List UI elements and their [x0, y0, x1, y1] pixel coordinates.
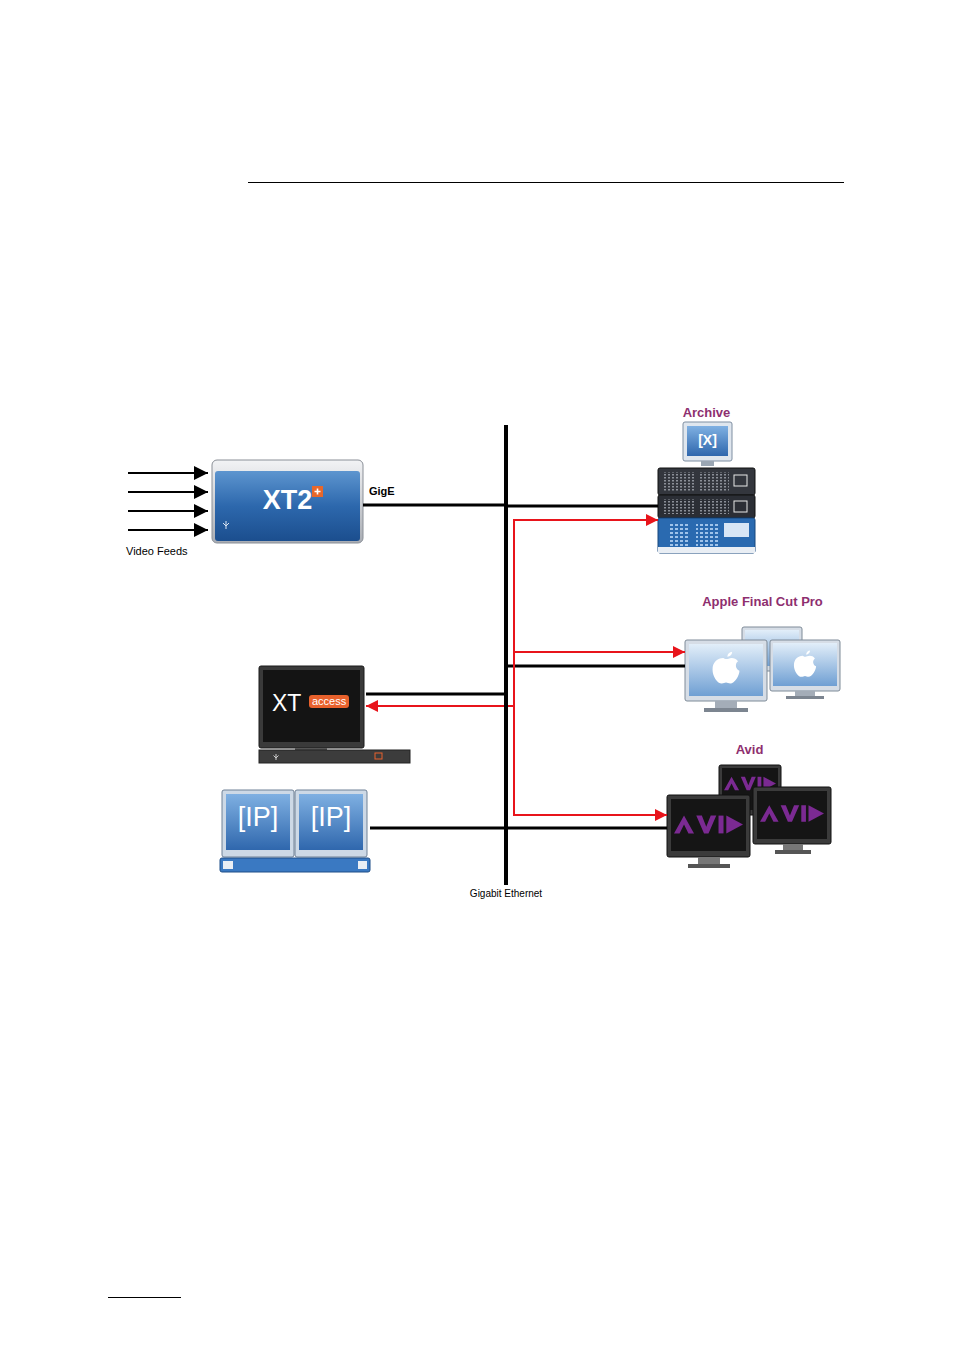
- ip-director-node: [IP][IP]: [220, 790, 370, 872]
- flow-arrow: [366, 705, 504, 707]
- network-link: [508, 665, 685, 668]
- screen-logo: [X]: [698, 432, 717, 448]
- mac-illustration: [685, 627, 840, 712]
- input-label: Video Feeds: [126, 545, 188, 558]
- archive-illustration: [658, 422, 755, 553]
- flow-arrow: [508, 706, 667, 815]
- flow-arrow: [508, 652, 685, 706]
- node-label: Archive: [658, 406, 755, 421]
- node-label: Avid: [667, 743, 832, 758]
- network-link: [370, 827, 504, 830]
- ip-director-illustration: [220, 790, 370, 872]
- header-rule: [248, 182, 844, 183]
- network-link: [508, 827, 667, 830]
- node-label: [IP]: [222, 802, 294, 833]
- node-sublabel: access: [309, 695, 349, 708]
- node-label: Gigabit Ethernet: [468, 888, 544, 900]
- avid-node: Avid: [667, 742, 832, 869]
- server-illustration: [212, 460, 363, 543]
- xt-access-node: XT access: [259, 666, 366, 763]
- node-label: XT: [272, 690, 301, 716]
- node-label: Apple Final Cut Pro: [685, 595, 840, 610]
- node-sublabel: [IP]: [295, 802, 367, 833]
- network-link: [363, 504, 504, 507]
- workstation-illustration: [259, 666, 410, 763]
- link-label: GigE: [368, 485, 396, 498]
- archive-node: Archive: [658, 405, 755, 555]
- video-feed-arrows: [128, 473, 208, 530]
- server-box: XT2: [212, 460, 363, 543]
- network-link: [366, 693, 504, 696]
- footer-rule: [108, 1297, 181, 1298]
- node-label: XT2: [212, 485, 363, 516]
- ethernet-bus: Gigabit Ethernet: [504, 425, 508, 885]
- flow-arrow: [508, 520, 658, 706]
- avid-illustration: [667, 765, 831, 868]
- final-cut-node: Apple Final Cut Pro: [685, 586, 840, 713]
- network-link: [508, 505, 658, 508]
